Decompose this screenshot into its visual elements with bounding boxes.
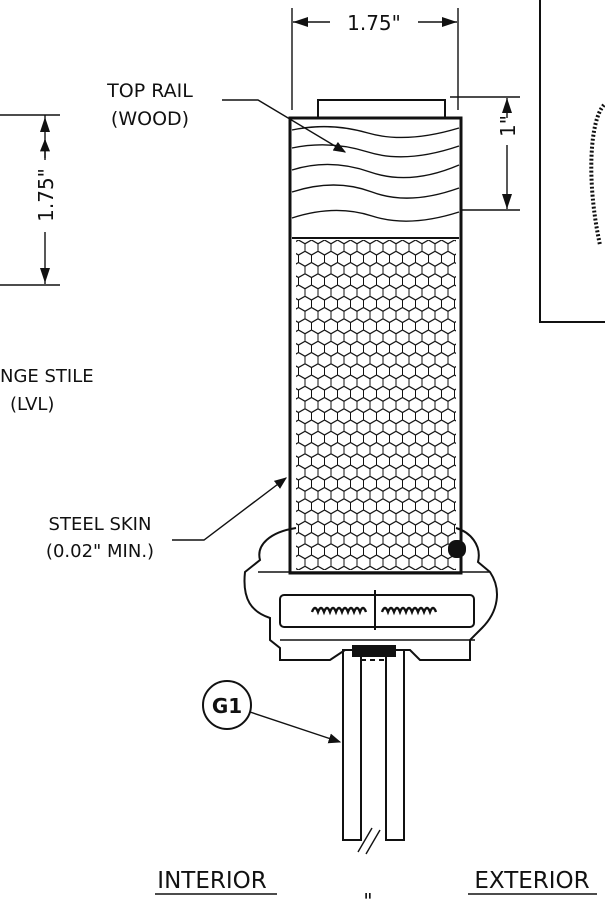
label-steel-skin: STEEL SKIN (0.02" MIN.)	[46, 477, 288, 562]
svg-text:(0.02" MIN.): (0.02" MIN.)	[46, 541, 154, 562]
door-body	[288, 99, 463, 575]
bottom-sweep-assembly	[243, 527, 498, 661]
glazing-unit	[342, 645, 405, 855]
label-top-rail: TOP RAIL (WOOD)	[106, 80, 347, 153]
dimension-top-width-label: 1.75"	[347, 11, 401, 35]
label-exterior: EXTERIOR	[468, 868, 597, 895]
svg-text:(LVL): (LVL)	[10, 394, 54, 415]
bottom-inch-mark: "	[363, 889, 372, 908]
svg-text:EXTERIOR: EXTERIOR	[474, 868, 589, 894]
label-interior: INTERIOR	[155, 868, 277, 895]
hinge-stile-partial: 1.75"	[0, 114, 60, 286]
svg-text:INTERIOR: INTERIOR	[157, 868, 266, 894]
svg-text:TOP RAIL: TOP RAIL	[106, 80, 193, 102]
svg-text:NGE STILE: NGE STILE	[0, 366, 94, 387]
dimension-top-width: 1.75"	[291, 8, 459, 110]
svg-text:STEEL SKIN: STEEL SKIN	[49, 514, 152, 535]
svg-text:G1: G1	[212, 694, 242, 718]
glazing-tag: G1	[202, 680, 342, 744]
dimension-left-height: 1.75"	[34, 168, 58, 222]
top-rail-wood-grain	[291, 125, 460, 222]
dimension-rail-height: 1"	[450, 96, 520, 211]
svg-text:(WOOD): (WOOD)	[111, 108, 189, 130]
label-hinge-stile: NGE STILE (LVL)	[0, 366, 94, 415]
adjacent-detail-frame	[539, 0, 605, 323]
dimension-rail-height-label: 1"	[496, 115, 520, 137]
